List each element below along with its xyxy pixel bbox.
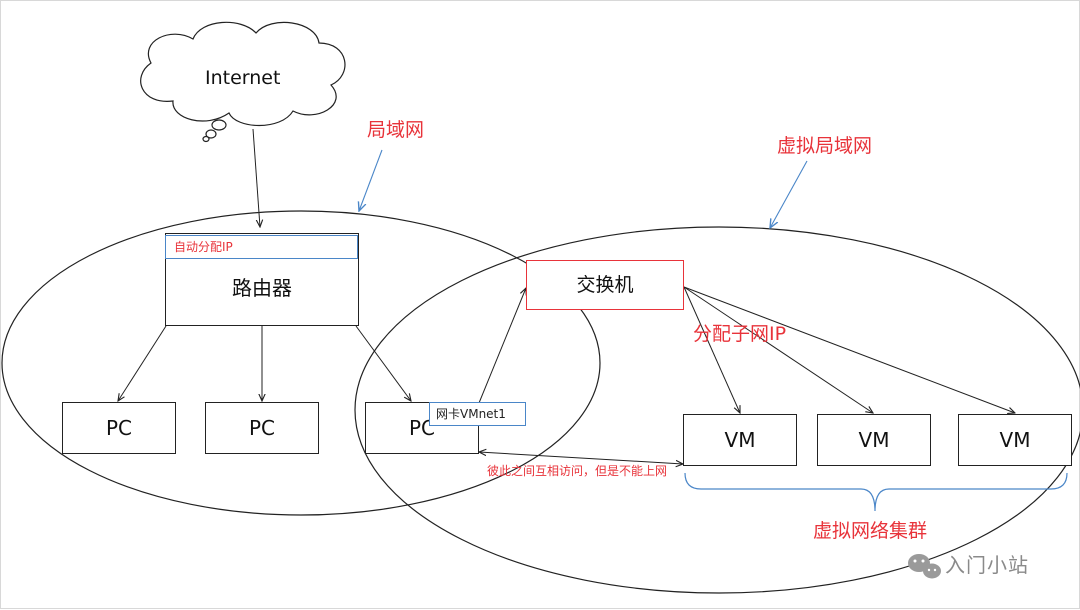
pc-vm-double-arrow [479, 452, 683, 464]
lan-label: 局域网 [367, 119, 425, 141]
switch-label: 交换机 [576, 273, 634, 296]
router-pc1-arrow [118, 325, 167, 401]
internet-cloud-icon [140, 21, 346, 143]
pc-box-2: PC [205, 402, 319, 454]
internet-router-arrow [252, 128, 260, 227]
virtual-lan-ellipse [354, 226, 1080, 594]
router-tag: 自动分配IP [165, 235, 358, 259]
watermark-label: 入门小站 [945, 553, 1029, 577]
pc-box-1: PC [62, 402, 176, 454]
pc-label-3: PC [408, 416, 436, 440]
router-tag-label: 自动分配IP [174, 240, 233, 254]
virtual-lan-label: 虚拟局域网 [777, 135, 873, 157]
vm-box-2: VM [817, 414, 931, 466]
cluster-brace [684, 472, 1068, 512]
wechat-icon [908, 554, 941, 579]
vm-label-1: VM [724, 428, 756, 452]
lan-pointer-line [359, 149, 383, 211]
pc-label-2: PC [248, 416, 276, 440]
switch-vm1-arrow [683, 286, 740, 413]
pc-box-3: PC [365, 402, 479, 454]
mutual-access-label: 彼此之间互相访问，但是不能上网 [487, 464, 668, 478]
vm-label-2: VM [858, 428, 890, 452]
internet-label: Internet [205, 67, 281, 89]
vm-box-3: VM [958, 414, 1072, 466]
pc-label-1: PC [105, 416, 133, 440]
nic-tag: 网卡VMnet1 [429, 402, 526, 426]
vm-label-3: VM [999, 428, 1031, 452]
router-label: 路由器 [232, 275, 292, 300]
lan-ellipse [1, 210, 601, 516]
router-pc3-arrow [355, 325, 411, 401]
nic-switch-arrow [478, 288, 526, 404]
switch-box: 交换机 [526, 260, 684, 310]
cluster-label: 虚拟网络集群 [813, 520, 928, 542]
switch-vm2-arrow [683, 286, 873, 413]
switch-vm3-arrow [683, 286, 1015, 413]
virtual-lan-pointer-line [770, 160, 808, 228]
nic-label: 网卡VMnet1 [436, 407, 506, 421]
vm-box-1: VM [683, 414, 797, 466]
subnet-label: 分配子网IP [693, 323, 787, 345]
